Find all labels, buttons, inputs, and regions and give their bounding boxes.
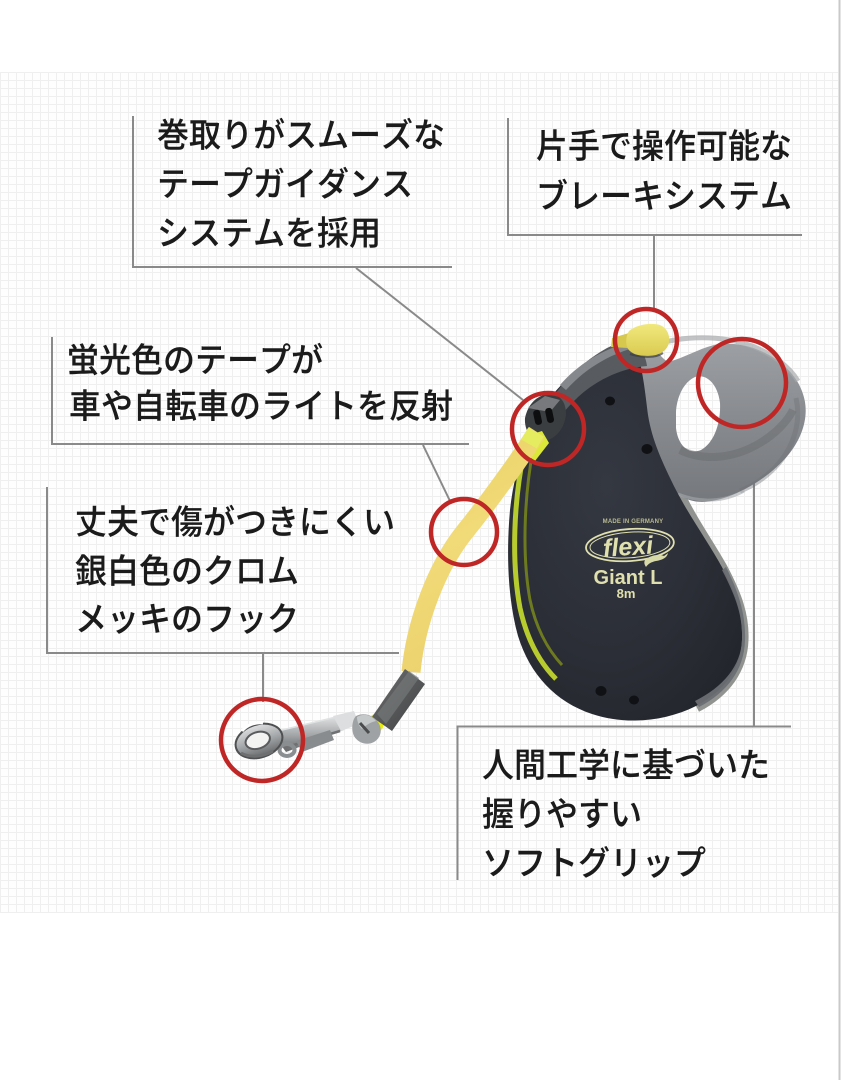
svg-text:flexi: flexi (602, 531, 655, 562)
svg-text:MADE IN GERMANY: MADE IN GERMANY (603, 519, 664, 525)
svg-text:Giant L: Giant L (594, 567, 663, 589)
svg-text:8m: 8m (617, 586, 636, 601)
